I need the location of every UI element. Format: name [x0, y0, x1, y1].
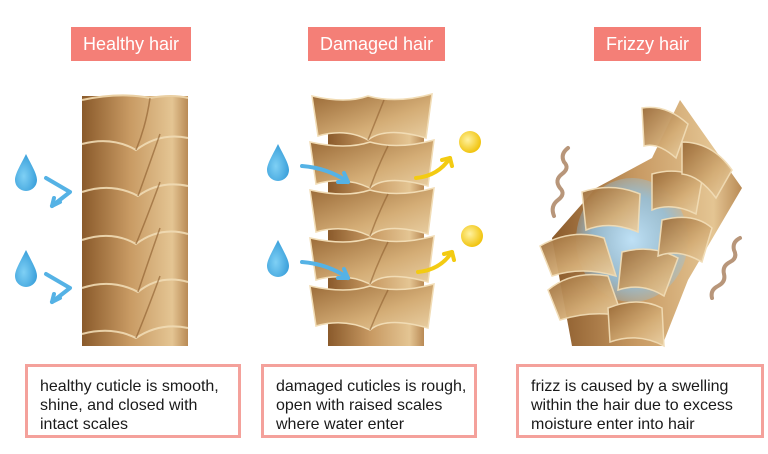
- water-drop-icon: [15, 250, 37, 287]
- caption-box: frizz is caused by a swelling within the…: [516, 364, 764, 438]
- water-drop-icon: [267, 240, 289, 277]
- panel-damaged-hair: Damaged hair: [256, 0, 512, 454]
- water-drop-icon: [15, 154, 37, 191]
- caption-line: shine, and closed with: [40, 397, 198, 414]
- caption-box: damaged cuticles is rough, open with rai…: [261, 364, 477, 438]
- water-drop-icon: [267, 144, 289, 181]
- bounce-arrow-icon: [44, 176, 72, 208]
- shine-escaping-arrow-icon: [414, 156, 454, 180]
- caption-line: healthy cuticle is smooth,: [40, 378, 219, 395]
- frizz-strand-icon: [709, 236, 742, 300]
- caption-line: damaged cuticles is rough,: [276, 378, 467, 395]
- panel-title: Healthy hair: [71, 27, 192, 61]
- caption-box: healthy cuticle is smooth, shine, and cl…: [25, 364, 241, 438]
- caption-line: frizz is caused by a swelling: [531, 378, 729, 395]
- panel-frizzy-hair: Frizzy hair frizz is caused by a s: [512, 0, 768, 454]
- caption-line: moisture enter into hair: [531, 416, 695, 433]
- frizzy-hair-illustration: [539, 100, 742, 348]
- hair-shaft: [81, 94, 189, 346]
- caption-line: where water enter: [276, 416, 405, 433]
- caption-line: open with raised scales: [276, 397, 443, 414]
- shine-icon: [459, 131, 481, 153]
- bounce-arrow-icon: [44, 272, 72, 304]
- caption-line: within the hair due to excess: [531, 397, 733, 414]
- frizz-strand-icon: [550, 146, 570, 218]
- panel-title: Damaged hair: [308, 27, 446, 61]
- panel-healthy-hair: Healthy hair: [0, 0, 256, 454]
- panel-title: Frizzy hair: [594, 27, 702, 61]
- damaged-hair-illustration: [267, 92, 483, 346]
- caption-line: intact scales: [40, 416, 129, 433]
- water-entering-arrow-icon: [300, 260, 350, 280]
- water-entering-arrow-icon: [300, 164, 350, 184]
- hair-shaft: [309, 92, 435, 346]
- healthy-hair-illustration: [15, 94, 189, 346]
- hair-shaft: [539, 100, 742, 348]
- shine-icon: [461, 225, 483, 247]
- shine-escaping-arrow-icon: [416, 250, 456, 274]
